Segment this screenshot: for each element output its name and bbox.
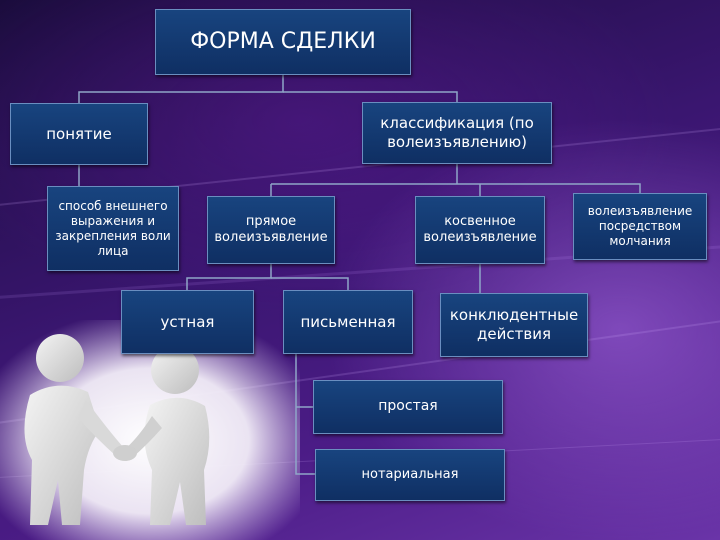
conclusive-actions-box: конклюдентные действия [440, 293, 588, 357]
silence-expression-box: волеизъявление посредством молчания [573, 193, 707, 260]
direct-expression-text: прямое волеизъявление [214, 213, 328, 245]
concept-text: понятие [46, 124, 112, 143]
written-form-box: письменная [283, 290, 413, 354]
simple-written-box: простая [313, 380, 503, 434]
title-box: ФОРМА СДЕЛКИ [155, 9, 411, 75]
definition-box: способ внешнего выражения и закрепления … [47, 186, 179, 271]
indirect-expression-box: косвенное волеизъявление [415, 196, 545, 264]
concept-box: понятие [10, 103, 148, 165]
classification-box: классификация (по волеизъявлению) [362, 102, 552, 164]
simple-written-text: простая [378, 398, 438, 415]
title-text: ФОРМА СДЕЛКИ [190, 29, 376, 55]
handshake-illustration [0, 320, 300, 540]
left-figure [24, 334, 124, 525]
indirect-expression-text: косвенное волеизъявление [423, 213, 537, 245]
direct-expression-box: прямое волеизъявление [207, 196, 335, 264]
notarial-written-text: нотариальная [361, 466, 459, 482]
classification-text: классификация (по волеизъявлению) [380, 114, 534, 151]
notarial-written-box: нотариальная [315, 449, 505, 501]
oral-form-text: устная [160, 312, 215, 331]
definition-text: способ внешнего выражения и закрепления … [55, 198, 171, 258]
oral-form-box: устная [121, 290, 254, 354]
silence-expression-text: волеизъявление посредством молчания [587, 204, 693, 248]
written-form-text: письменная [300, 312, 396, 331]
conclusive-actions-text: конклюдентные действия [449, 306, 579, 343]
right-figure [124, 346, 210, 525]
